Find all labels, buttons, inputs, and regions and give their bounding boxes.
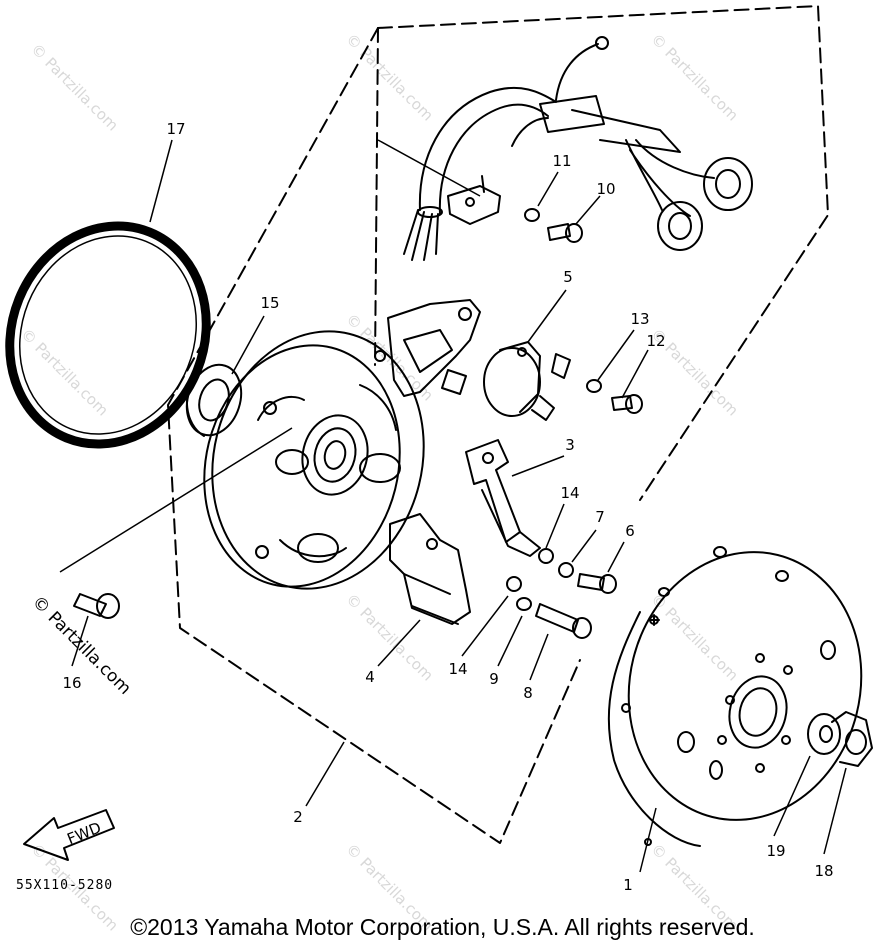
copyright-notice: ©2013 Yamaha Motor Corporation, U.S.A. A… bbox=[130, 914, 755, 940]
pickup-bracket bbox=[387, 299, 481, 397]
oil-seal-15 bbox=[185, 363, 243, 437]
callout-14-lower: 14 bbox=[448, 660, 467, 678]
washer-11 bbox=[524, 208, 540, 222]
washer-19 bbox=[807, 713, 841, 755]
source-coil-5 bbox=[483, 341, 571, 421]
screw-8 bbox=[535, 603, 592, 639]
stator-plate-2 bbox=[203, 330, 425, 590]
callout-7: 7 bbox=[595, 508, 605, 526]
screw-6 bbox=[577, 573, 617, 594]
callout-5: 5 bbox=[563, 268, 573, 286]
callout-15: 15 bbox=[260, 294, 279, 312]
callout-19: 19 bbox=[766, 842, 785, 860]
callout-17: 17 bbox=[166, 120, 185, 138]
callout-9: 9 bbox=[489, 670, 499, 688]
callout-10: 10 bbox=[596, 180, 615, 198]
callout-6: 6 bbox=[625, 522, 635, 540]
washer-14-lower bbox=[506, 576, 522, 592]
leader-lines bbox=[59, 139, 847, 873]
rotor-1 bbox=[607, 546, 863, 847]
o-ring-17 bbox=[5, 221, 211, 449]
callout-18: 18 bbox=[814, 862, 833, 880]
callout-8: 8 bbox=[523, 684, 533, 702]
fwd-arrow-icon bbox=[23, 809, 115, 861]
washer-7 bbox=[558, 562, 574, 578]
callout-14-upper: 14 bbox=[560, 484, 579, 502]
wire-harness bbox=[403, 36, 753, 261]
screw-10 bbox=[547, 223, 583, 243]
washer-9 bbox=[516, 597, 532, 611]
callout-3: 3 bbox=[565, 436, 575, 454]
screw-12 bbox=[611, 394, 643, 414]
washer-14-upper bbox=[538, 548, 554, 564]
callout-4: 4 bbox=[365, 668, 375, 686]
callout-11: 11 bbox=[552, 152, 571, 170]
wire-clamp bbox=[447, 175, 501, 225]
assembly-boundary bbox=[167, 5, 829, 844]
charging-coil-3 bbox=[465, 439, 541, 557]
diagram-code: 55X110-5280 bbox=[16, 878, 114, 893]
screw-16 bbox=[73, 593, 120, 619]
callout-12: 12 bbox=[646, 332, 665, 350]
callout-13: 13 bbox=[630, 310, 649, 328]
callout-numbers: 17 15 5 13 12 11 10 3 14 7 6 4 14 9 8 16… bbox=[62, 120, 833, 894]
washer-13 bbox=[586, 379, 602, 393]
callout-2: 2 bbox=[293, 808, 303, 826]
callout-16: 16 bbox=[62, 674, 81, 692]
lighting-coil-4 bbox=[389, 513, 471, 625]
callout-1: 1 bbox=[623, 876, 633, 894]
nut-18 bbox=[831, 711, 873, 767]
